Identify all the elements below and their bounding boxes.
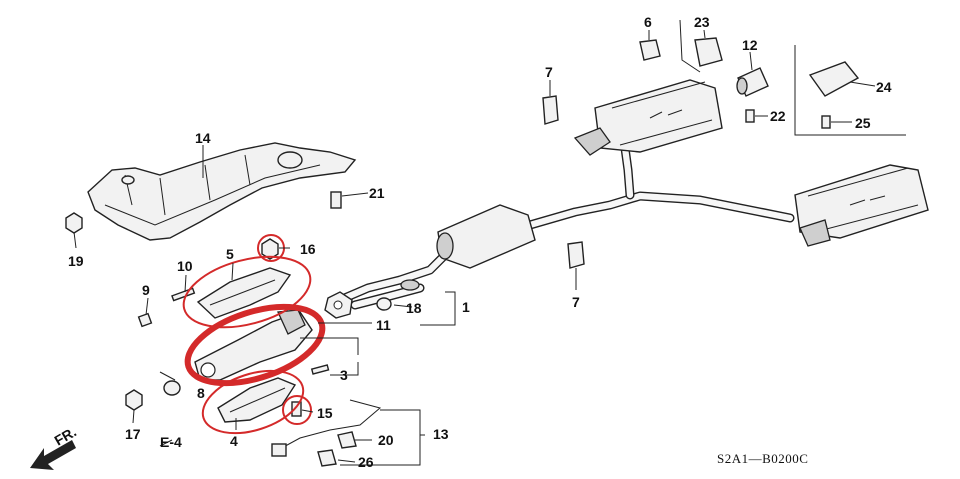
callout-4: 4 [230,433,238,449]
hardware-parts [65,19,860,467]
heat-shield-part [87,142,357,241]
callout-25: 25 [855,115,871,131]
exhaust-pipe-route [335,143,795,310]
upper-cat-shield-part [196,267,292,319]
callout-10: 10 [177,258,193,274]
callout-5: 5 [226,246,234,262]
callout-19: 19 [68,253,84,269]
center-muffler-part [436,204,536,269]
lower-cat-shield-part [217,377,297,423]
callout-numbers: 1 3 4 5 6 7 7 8 9 10 11 12 13 14 15 16 1… [68,14,892,470]
upper-muffler-part [573,79,723,156]
callout-14: 14 [195,130,211,146]
callout-12: 12 [742,37,758,53]
callout-1: 1 [462,299,470,315]
lower-muffler-part [794,164,929,247]
callout-7b: 7 [572,294,580,310]
diagram-code: S2A1—B0200C [717,451,808,466]
leader-lines [73,29,906,466]
callout-6: 6 [644,14,652,30]
callout-7a: 7 [545,64,553,80]
callout-13: 13 [433,426,449,442]
callout-22: 22 [770,108,786,124]
callout-20: 20 [378,432,394,448]
pipe-flange-part [324,279,420,319]
catalytic-converter-part [194,309,313,381]
callout-23: 23 [694,14,710,30]
callout-8: 8 [197,385,205,401]
callout-21: 21 [369,185,385,201]
callout-18: 18 [406,300,422,316]
front-label: FR. [52,423,80,448]
callout-9: 9 [142,282,150,298]
callout-15: 15 [317,405,333,421]
highlight-bolt-15 [282,395,312,425]
callout-24: 24 [876,79,892,95]
callout-11: 11 [376,317,391,333]
callout-17: 17 [125,426,141,442]
callout-26: 26 [358,454,374,470]
callout-16: 16 [300,241,316,257]
highlight-lower-shield [201,369,305,435]
front-direction-arrow: FR. [30,423,79,470]
ref-label-e4: E-4 [160,434,182,450]
callout-3: 3 [340,367,348,383]
highlight-upper-shield [182,255,312,329]
